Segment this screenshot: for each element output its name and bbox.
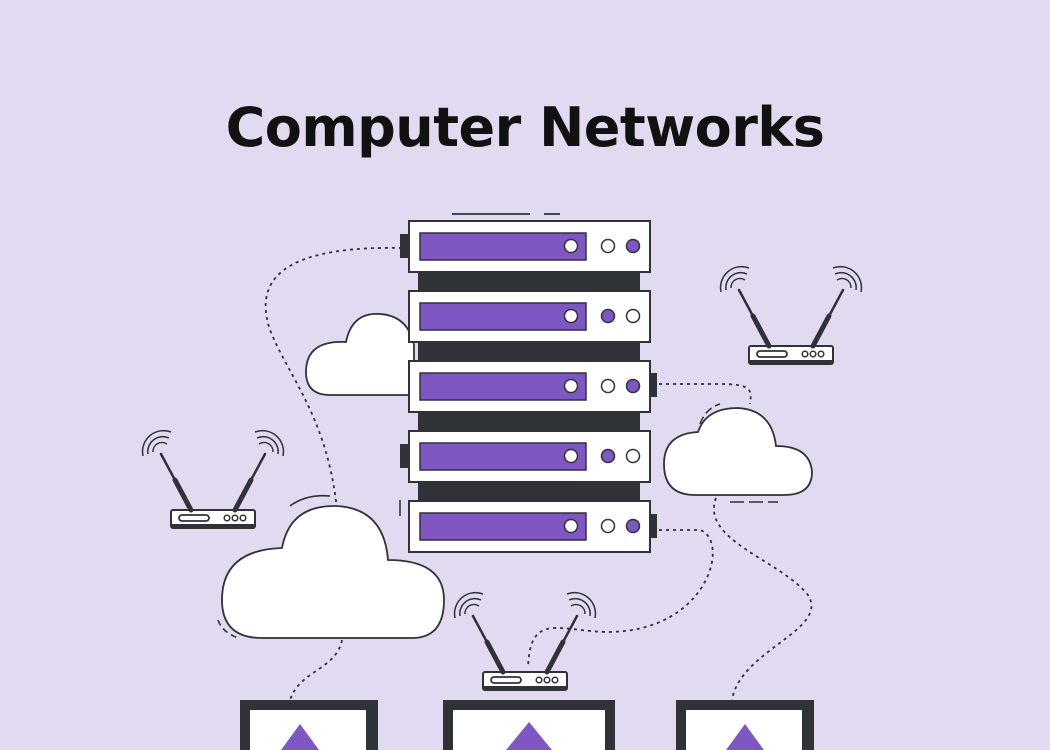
wifi-router-icon — [455, 593, 596, 690]
cloud-icon — [305, 313, 415, 396]
connection-lines — [264, 247, 813, 701]
wifi-router-icon — [721, 267, 862, 364]
server-unit — [400, 220, 651, 273]
wifi-router-icon — [143, 431, 284, 528]
server-rack-icon — [399, 213, 657, 553]
cloud-icon — [663, 403, 813, 503]
server-unit — [408, 290, 651, 343]
server-unit — [400, 430, 651, 483]
page-title: Computer Networks — [225, 96, 825, 159]
server-unit — [408, 500, 657, 553]
cloud-icon — [217, 494, 445, 639]
monitor-icon — [443, 700, 615, 750]
server-unit — [408, 360, 657, 413]
monitor-icon — [676, 700, 814, 750]
monitor-icon — [240, 700, 378, 750]
